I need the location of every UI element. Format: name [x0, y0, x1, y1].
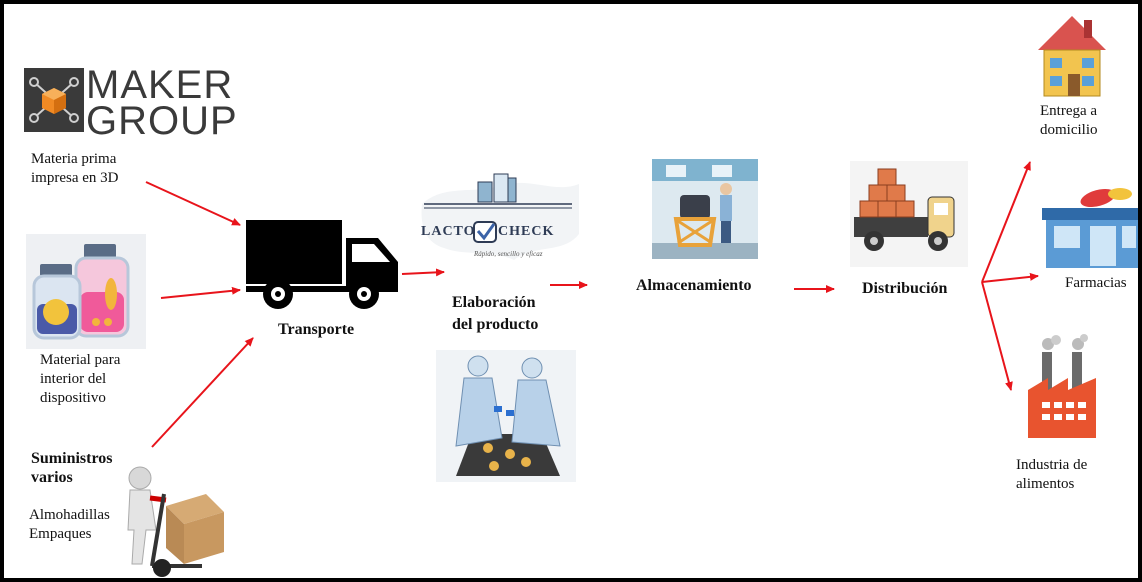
lacto-check-logo: [414, 164, 584, 269]
logo-line-1: MAKER: [86, 63, 234, 107]
warehouse-worker-icon: [652, 159, 758, 259]
cargo-truck-image: [850, 161, 968, 267]
food-workers-image: [436, 350, 576, 482]
stage-almacenamiento: Almacenamiento: [636, 277, 752, 294]
suministros-items: Almohadillas Empaques: [29, 507, 110, 542]
dest-domicilio: Entrega a domicilio: [1040, 103, 1098, 138]
warehouse-image: [652, 159, 758, 259]
hand-truck-person-image: [116, 464, 234, 578]
factory-icon: [1028, 334, 1096, 438]
arrow-distribucion-to-farmacias: [981, 272, 1039, 283]
flow-arrows: [145, 161, 1039, 448]
arrow-transporte-to-elaboracion: [401, 268, 445, 277]
pharmacy-image: [1040, 184, 1138, 270]
house-icon: [1038, 16, 1106, 97]
logo-line-2: GROUP: [86, 99, 238, 143]
factory-image: [1022, 334, 1102, 440]
hand-truck-person-icon: [127, 466, 224, 577]
jars-image: [26, 234, 146, 349]
arrow-suministros-to-transporte: [151, 337, 254, 448]
arrow-material-to-transporte: [160, 286, 241, 299]
lacto-check-left: LACTO: [421, 224, 476, 239]
materia-prima-label: Materia prima impresa en 3D: [31, 151, 119, 186]
arrow-distribucion-to-domicilio: [981, 161, 1031, 283]
material-interior-label: Material para interior del dispositivo: [40, 352, 121, 406]
maker-group-wordmark: MAKER GROUP: [86, 63, 238, 143]
lacto-check-tagline: Rápido, sencillo y eficaz: [474, 250, 543, 258]
transport-truck: [244, 216, 402, 312]
dest-industria: Industria de alimentos: [1016, 457, 1088, 492]
molecule-cube-icon: [29, 77, 79, 123]
dest-farmacias: Farmacias: [1065, 275, 1127, 291]
lacto-check-right: CHECK: [498, 224, 555, 239]
cargo-truck-icon: [854, 168, 955, 251]
suministros-title: Suministros varios: [31, 450, 113, 486]
stage-distribucion: Distribución: [862, 280, 948, 297]
food-workers-icon: [455, 355, 561, 476]
delivery-truck-icon: [246, 220, 398, 309]
jars-icon: [32, 244, 130, 340]
stage-transporte: Transporte: [278, 321, 355, 338]
arrow-materia-to-transporte: [145, 181, 241, 226]
pharmacy-icon: [1042, 188, 1138, 268]
maker-group-logo: [24, 68, 84, 132]
stage-elaboracion: Elaboración del producto: [452, 294, 539, 333]
arrow-distribucion-to-industria: [981, 281, 1013, 391]
house-image: [1036, 14, 1108, 98]
milk-splash-icon: [421, 173, 579, 260]
